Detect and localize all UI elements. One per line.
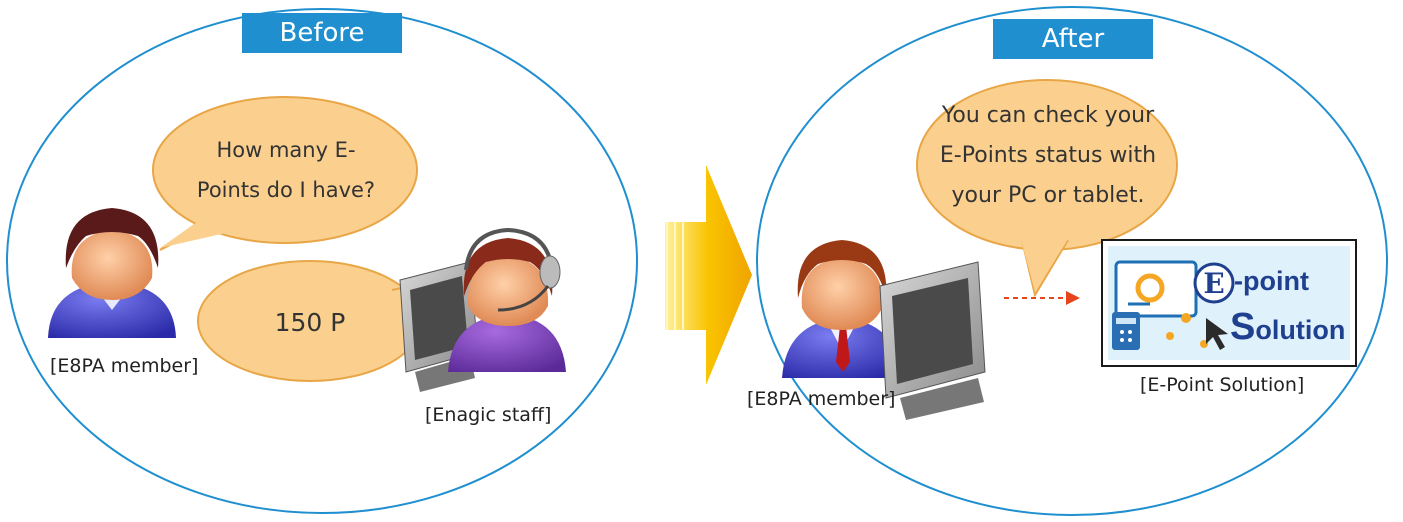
logo-solution-text: Solution (1230, 306, 1346, 348)
svg-text:E: E (1203, 267, 1224, 300)
question-bubble-text: How many E- Points do I have? (190, 130, 382, 210)
before-staff-figure (448, 227, 566, 372)
after-member-label: [E8PA member] (747, 388, 896, 410)
info-bubble-text: You can check your E-Points status with … (938, 96, 1158, 216)
question-bubble (152, 96, 418, 251)
before-circle (6, 8, 638, 514)
after-member-monitor (879, 261, 986, 420)
info-bubble (916, 79, 1178, 298)
after-tab: After (993, 19, 1153, 59)
before-member-label: [E8PA member] (50, 355, 199, 377)
e-point-solution-logo: E (1101, 239, 1357, 367)
answer-bubble-text: 150 P (274, 308, 346, 337)
info-line-1: You can check your (941, 103, 1155, 128)
question-line-1: How many E- (216, 138, 356, 162)
dashed-arrow (1004, 291, 1080, 305)
logo-point-text: -point (1234, 266, 1309, 296)
before-member-figure (48, 208, 176, 338)
question-line-2: Points do I have? (196, 178, 376, 202)
before-tab: Before (242, 13, 402, 53)
after-member-figure (782, 240, 902, 378)
after-circle (756, 6, 1388, 516)
logo-solution-rest: olution (1255, 315, 1346, 345)
info-line-2: E-Points status with (939, 143, 1157, 168)
before-staff-label: [Enagic staff] (425, 404, 552, 426)
after-solution-caption: [E-Point Solution] (1140, 374, 1305, 396)
info-line-3: your PC or tablet. (951, 183, 1145, 208)
transition-arrow (665, 165, 752, 385)
